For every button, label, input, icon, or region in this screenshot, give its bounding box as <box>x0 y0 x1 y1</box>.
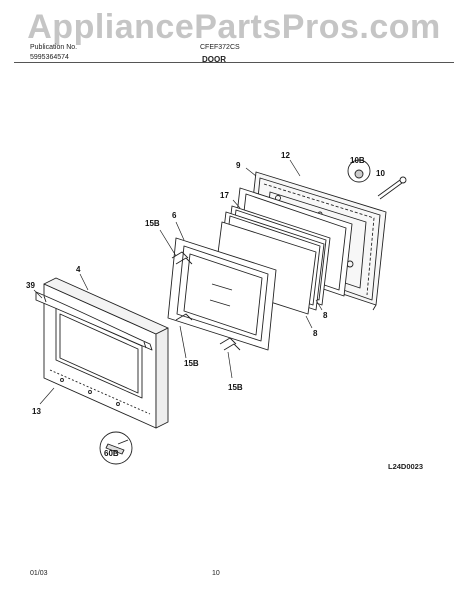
callout-15b-bottom: 15B <box>228 383 243 392</box>
inner-door-frame <box>167 237 277 351</box>
callout-8-lower: 8 <box>313 329 318 338</box>
screw-60b <box>99 431 133 465</box>
publication-label: Publication No. <box>30 44 78 51</box>
header-divider <box>14 62 454 63</box>
watermark-logo: AppliancePartsPros.com <box>27 8 441 46</box>
callout-15b-top: 15B <box>145 219 160 228</box>
footer-date: 01/03 <box>30 570 48 577</box>
callout-13: 13 <box>32 407 41 416</box>
callout-4: 4 <box>76 265 81 274</box>
detail-10b <box>347 159 371 183</box>
footer-page-number: 10 <box>212 570 220 577</box>
callout-10b: 10B <box>350 156 365 165</box>
callout-9: 9 <box>236 161 241 170</box>
brackets-15b <box>171 251 241 351</box>
callout-17: 17 <box>220 191 229 200</box>
model-number: CFEF372CS <box>200 44 240 51</box>
publication-number: 5995364574 <box>30 54 69 61</box>
callout-60b: 60B <box>104 449 119 458</box>
outer-door-panel <box>35 277 169 429</box>
diagram-code: L24D0023 <box>388 462 424 471</box>
callout-39: 39 <box>26 281 35 290</box>
callout-10: 10 <box>376 169 385 178</box>
leader-lines <box>33 159 323 405</box>
callout-8-right: 8 <box>323 311 328 320</box>
callout-12: 12 <box>281 151 290 160</box>
callout-15b-mid: 15B <box>184 359 199 368</box>
screw-10 <box>377 176 407 200</box>
callout-6: 6 <box>172 211 177 220</box>
section-title: DOOR <box>202 55 226 64</box>
